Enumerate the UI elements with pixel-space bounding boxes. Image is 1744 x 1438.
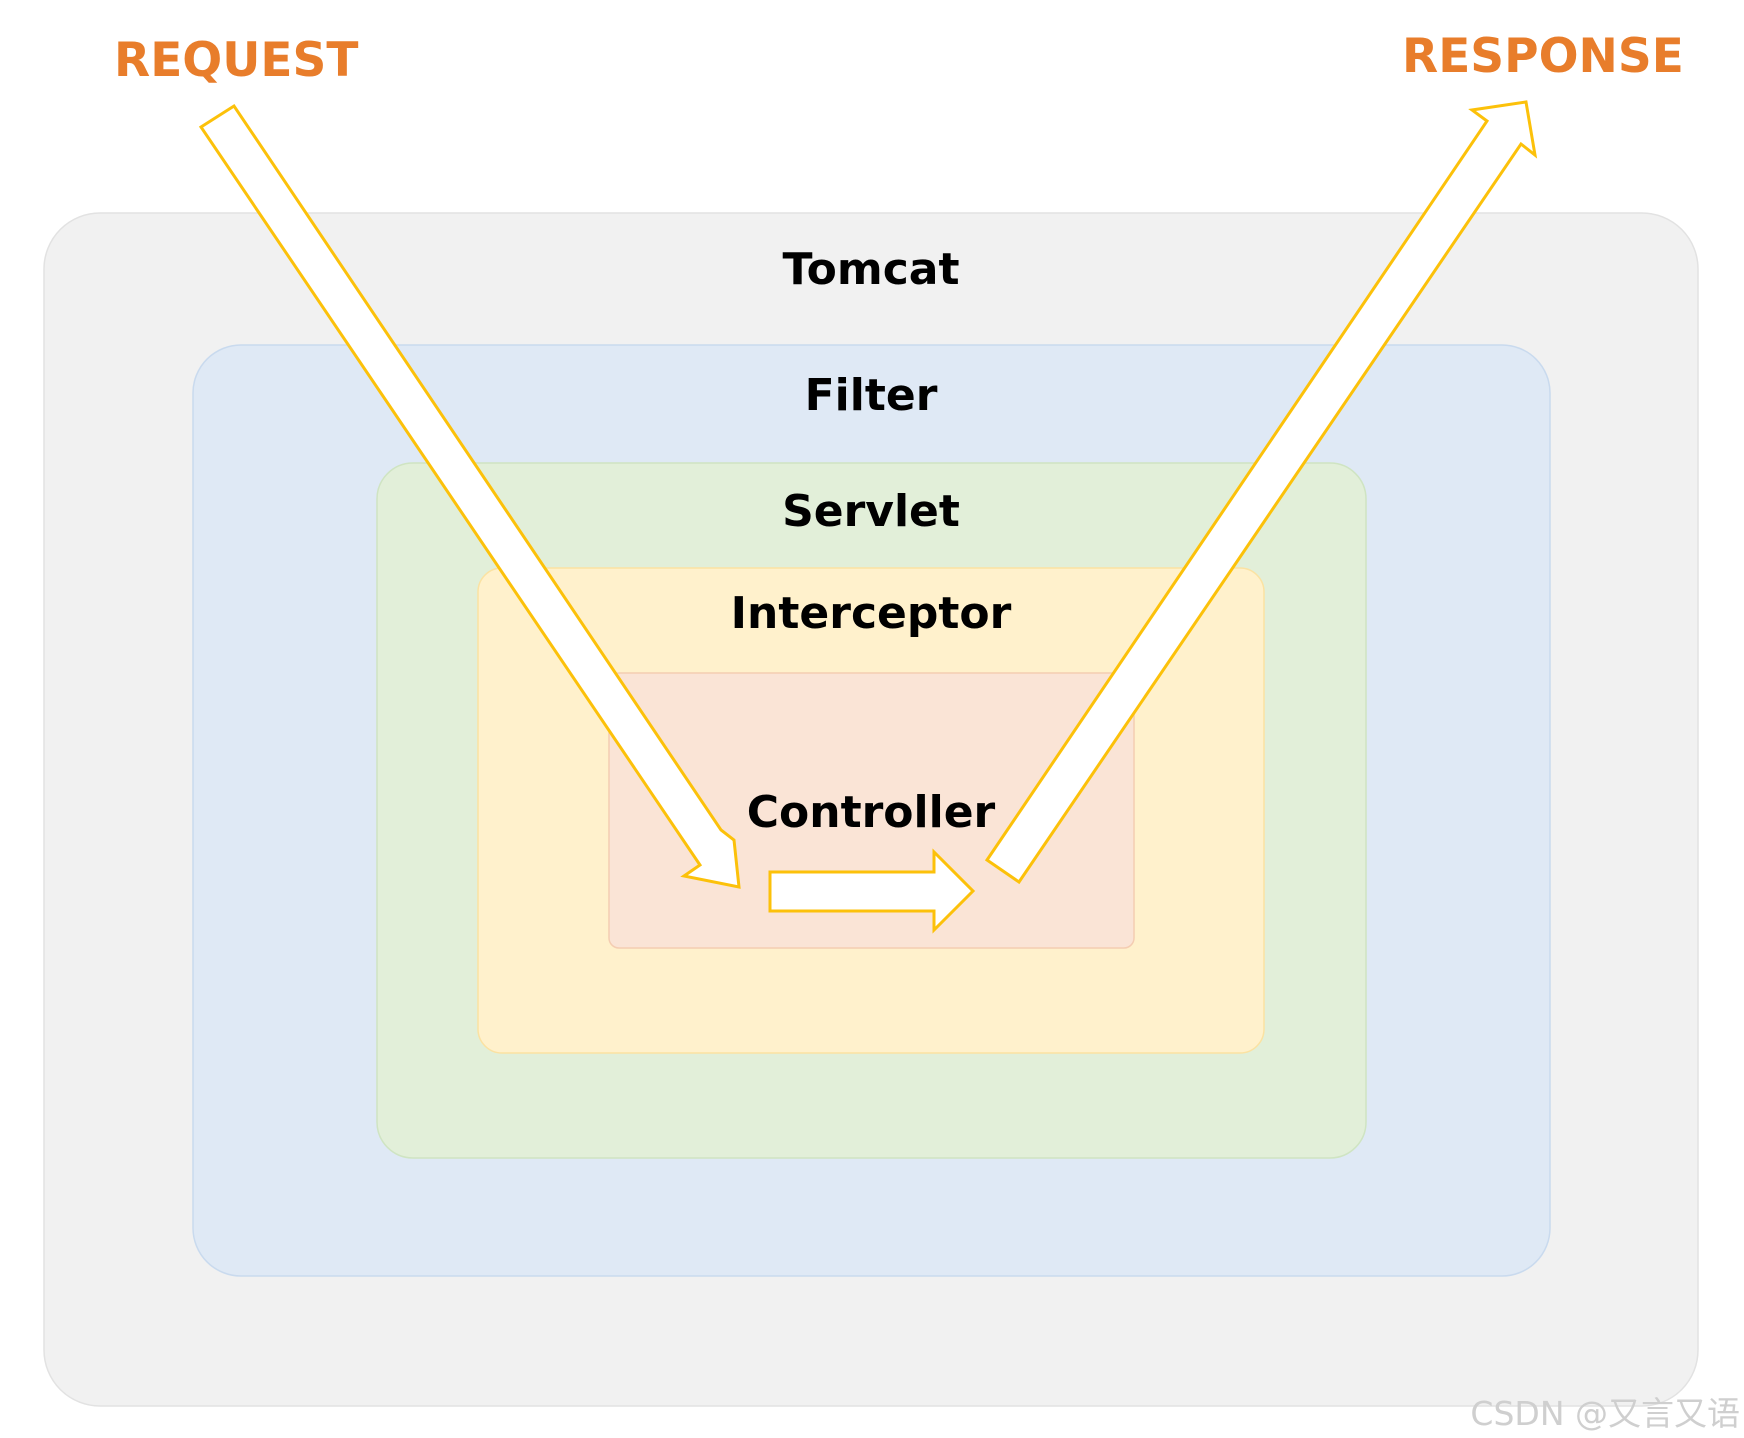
controller-title: Controller (747, 787, 996, 838)
controller-processing-arrow (768, 848, 976, 934)
interceptor-title: Interceptor (731, 588, 1012, 639)
request-label: REQUEST (114, 33, 358, 88)
filter-title: Filter (805, 370, 938, 421)
csdn-watermark: CSDN @又言又语 (1470, 1394, 1740, 1433)
response-arrow (984, 100, 1538, 885)
response-label: RESPONSE (1402, 29, 1684, 84)
request-arrow (198, 103, 741, 889)
tomcat-title: Tomcat (782, 244, 959, 295)
servlet-title: Servlet (782, 486, 960, 537)
controller-layer (608, 672, 1135, 949)
